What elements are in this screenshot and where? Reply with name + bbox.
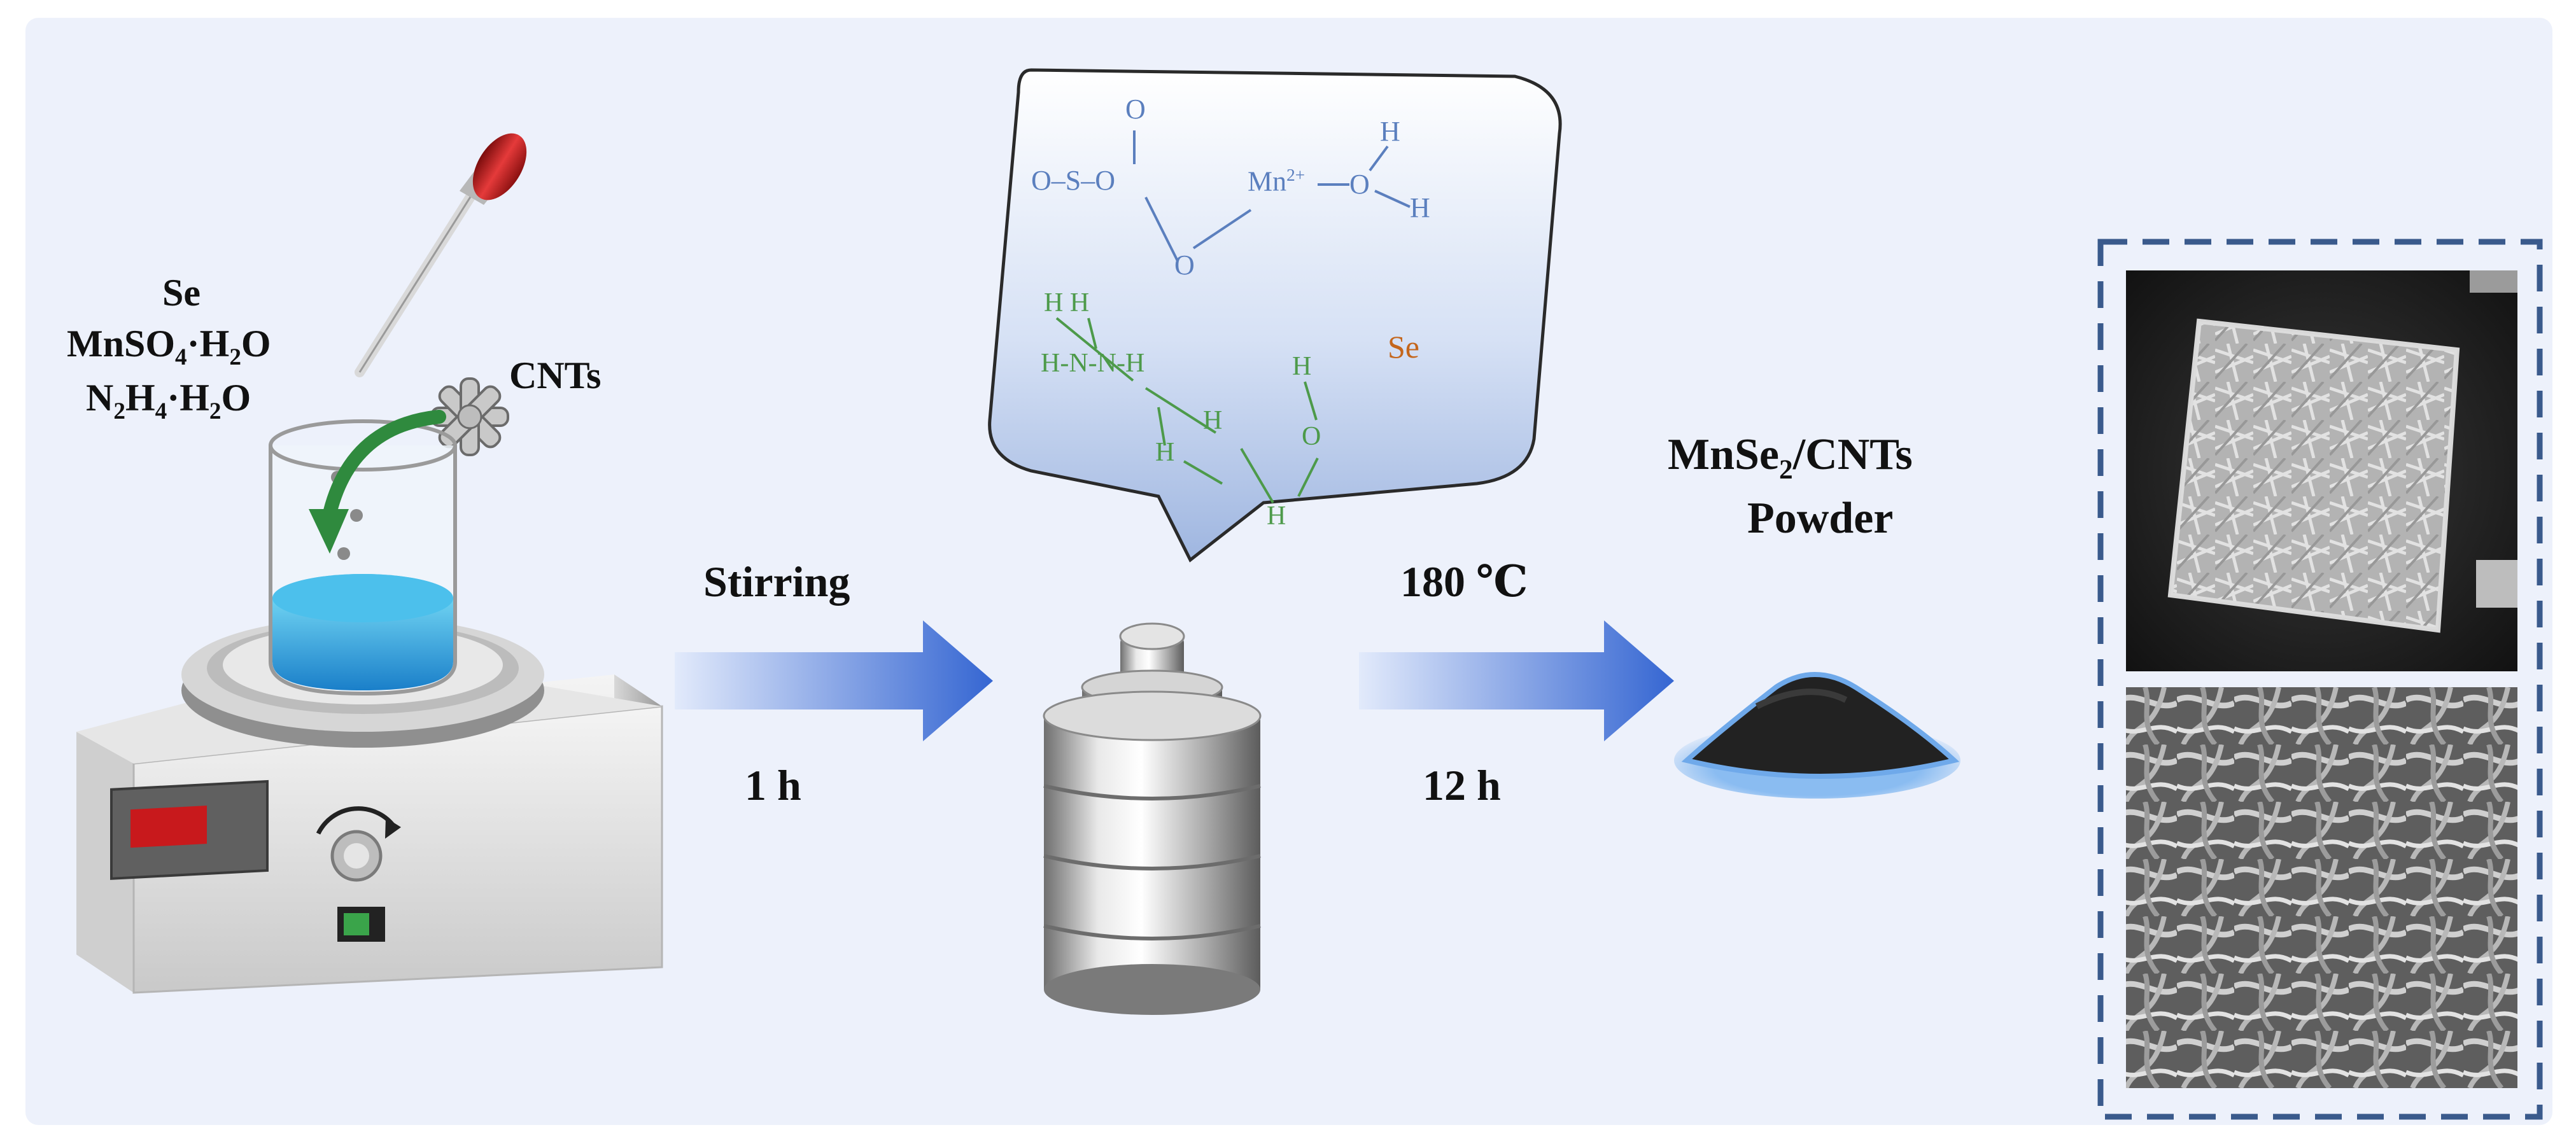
autoclave-icon bbox=[1043, 622, 1262, 1015]
bubble-hnnh: H-N-N-H bbox=[1041, 349, 1145, 378]
bubble-hh: H H bbox=[1044, 288, 1090, 318]
bubble-h-bottom-green: H bbox=[1267, 501, 1286, 531]
sem-image-fibers bbox=[2126, 687, 2517, 1088]
bubble-h-top-green: H bbox=[1292, 352, 1312, 381]
arrow-stirring bbox=[675, 620, 993, 741]
powder-pile-icon bbox=[1674, 672, 1960, 799]
reagent-mnso4-label: MnSO4·H2O bbox=[67, 323, 271, 370]
speech-bubble bbox=[988, 68, 1562, 563]
bubble-o-green: O bbox=[1302, 422, 1321, 451]
reagent-cnts-label: CNTs bbox=[509, 354, 602, 396]
bubble-se: Se bbox=[1388, 329, 1419, 365]
bubble-o-top: O bbox=[1125, 94, 1146, 125]
step2-time: 12 h bbox=[1423, 761, 1501, 809]
product-form-label: Powder bbox=[1747, 494, 1894, 543]
bubble-h-mid: H bbox=[1203, 406, 1223, 435]
reagent-n2h4-label: N2H4·H2O bbox=[86, 377, 251, 424]
arrow-heating bbox=[1359, 620, 1674, 741]
step1-condition: Stirring bbox=[703, 557, 850, 606]
dropper-icon bbox=[355, 133, 527, 377]
bubble-o-water: O bbox=[1349, 169, 1370, 200]
reagent-se-label: Se bbox=[162, 272, 201, 314]
bubble-h-lower: H bbox=[1410, 192, 1430, 223]
molecule-bonds bbox=[1055, 130, 1411, 504]
bubble-o-s-o: O–S–O bbox=[1031, 165, 1116, 196]
step2-temperature: 180 ℃ bbox=[1400, 557, 1528, 606]
bubble-h-upper: H bbox=[1380, 116, 1400, 147]
product-name-label: MnSe2/CNTs bbox=[1668, 430, 1913, 485]
beaker-icon bbox=[269, 410, 457, 696]
cnt-icon bbox=[430, 377, 509, 456]
sem-image-cube bbox=[2126, 270, 2517, 671]
bubble-mn: Mn2+ bbox=[1248, 165, 1306, 197]
bubble-h-left: H bbox=[1155, 438, 1175, 467]
bubble-o-low: O bbox=[1174, 249, 1195, 281]
sem-frame bbox=[2097, 239, 2543, 1120]
step1-time: 1 h bbox=[745, 761, 801, 809]
